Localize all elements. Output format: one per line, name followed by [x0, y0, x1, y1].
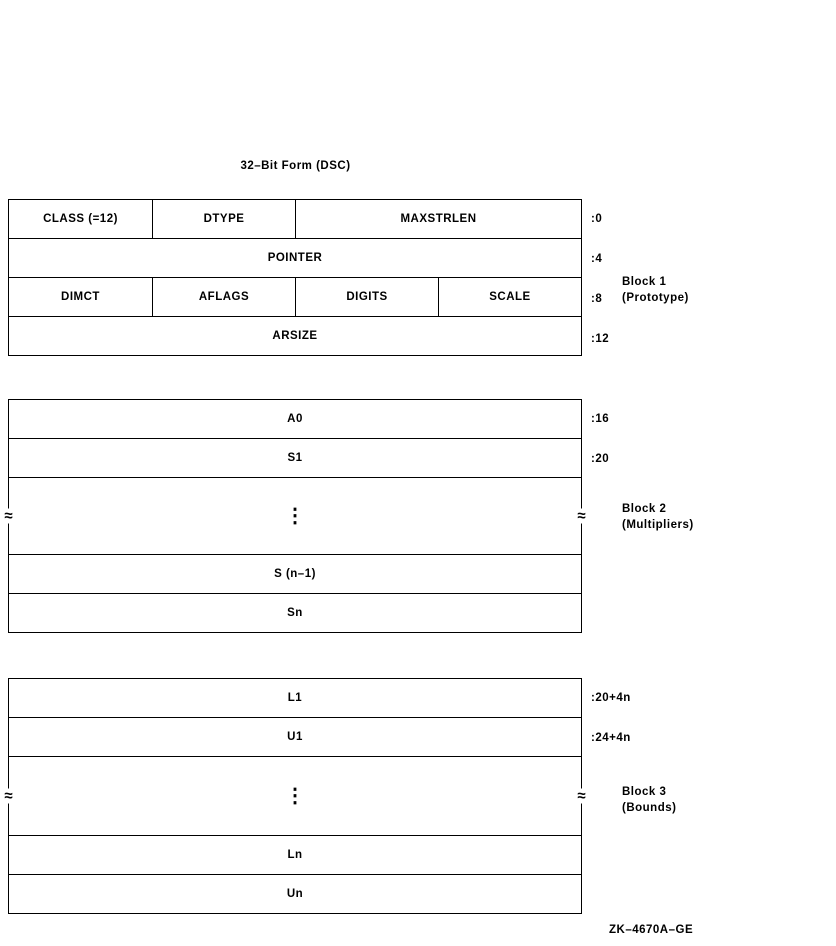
block2-name-label: Block 2 (Multipliers) — [622, 501, 694, 533]
field-l1: L1 — [287, 692, 303, 704]
field-sn-1: S (n–1) — [274, 568, 316, 580]
field-u1: U1 — [287, 731, 303, 743]
field-dimct: DIMCT — [61, 291, 100, 303]
offset-label-24-4n: :24+4n — [591, 732, 631, 744]
block1-row-offset12: ARSIZE — [9, 316, 581, 355]
block3-row-l1: L1 — [9, 679, 581, 717]
offset-label-20-4n: :20+4n — [591, 692, 631, 704]
block1-prototype-box: CLASS (=12) DTYPE MAXSTRLEN POINTER DIMC… — [8, 199, 582, 356]
block3-name-label: Block 3 (Bounds) — [622, 784, 676, 816]
field-maxstrlen: MAXSTRLEN — [295, 200, 581, 238]
block2-row-sn-1: S (n–1) — [9, 554, 581, 593]
block2-row-a0: A0 — [9, 400, 581, 438]
block2-name-line1: Block 2 — [622, 503, 667, 515]
block1-name-label: Block 1 (Prototype) — [622, 274, 689, 306]
block1-name-line2: (Prototype) — [622, 292, 689, 304]
block2-name-line2: (Multipliers) — [622, 519, 694, 531]
offset-label-8: :8 — [591, 293, 603, 305]
offset-label-20: :20 — [591, 453, 610, 465]
block3-name-line1: Block 3 — [622, 786, 667, 798]
offset-label-16: :16 — [591, 413, 610, 425]
block2-row-s1: S1 — [9, 438, 581, 477]
block3-row-ln: Ln — [9, 835, 581, 874]
block3-row-un: Un — [9, 874, 581, 913]
offset-label-12: :12 — [591, 333, 610, 345]
field-arsize: ARSIZE — [272, 330, 318, 342]
block2-row-sn: Sn — [9, 593, 581, 632]
field-aflags: AFLAGS — [152, 278, 295, 316]
break-mark-icon: ≈ — [573, 508, 590, 524]
field-pointer: POINTER — [267, 252, 323, 264]
block1-row-offset4: POINTER — [9, 238, 581, 277]
field-ln: Ln — [287, 849, 303, 861]
vertical-ellipsis-icon: ⋮ — [285, 785, 305, 807]
field-dtype: DTYPE — [152, 200, 295, 238]
field-scale: SCALE — [438, 278, 581, 316]
break-mark-icon: ≈ — [0, 788, 17, 804]
offset-label-4: :4 — [591, 253, 603, 265]
break-mark-icon: ≈ — [0, 508, 17, 524]
field-s1: S1 — [287, 452, 303, 464]
field-digits: DIGITS — [295, 278, 438, 316]
field-class: CLASS (=12) — [43, 213, 118, 225]
block2-multipliers-box: A0 S1 ≈ ⋮ ≈ S (n–1) Sn — [0, 399, 590, 633]
diagram-title: 32–Bit Form (DSC) — [240, 160, 351, 172]
offset-label-0: :0 — [591, 213, 603, 225]
block2-continuation-row: ≈ ⋮ ≈ — [0, 477, 590, 554]
block1-row-offset8: DIMCT AFLAGS DIGITS SCALE — [9, 277, 581, 316]
block3-bounds-box: L1 U1 ≈ ⋮ ≈ Ln Un — [0, 678, 590, 914]
field-a0: A0 — [287, 413, 303, 425]
break-mark-icon: ≈ — [573, 788, 590, 804]
block3-row-u1: U1 — [9, 717, 581, 756]
block1-row-offset0: CLASS (=12) DTYPE MAXSTRLEN — [9, 200, 581, 238]
figure-id-label: ZK–4670A–GE — [609, 924, 694, 936]
block3-name-line2: (Bounds) — [622, 802, 677, 814]
field-sn: Sn — [287, 607, 303, 619]
block1-name-line1: Block 1 — [622, 276, 667, 288]
block3-continuation-row: ≈ ⋮ ≈ — [0, 756, 590, 835]
field-un: Un — [286, 888, 304, 900]
vertical-ellipsis-icon: ⋮ — [285, 505, 305, 527]
